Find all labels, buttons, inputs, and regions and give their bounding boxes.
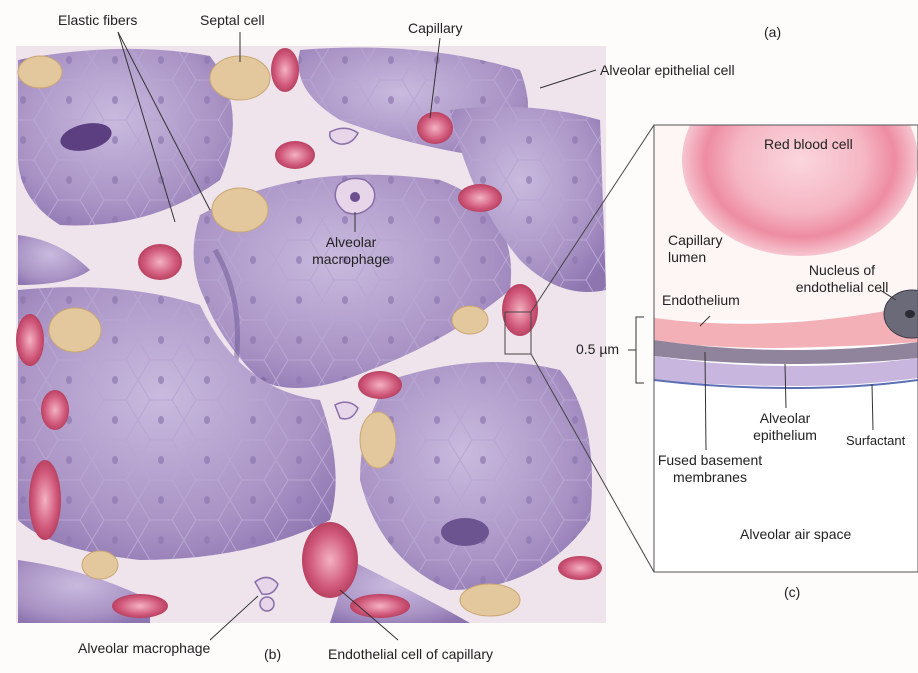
panel-label-b: (b) (264, 646, 281, 663)
capillary-label: Capillary (408, 20, 462, 37)
alveolar-air-space-label: Alveolar air space (740, 526, 851, 543)
endothelial-cell-of-capillary-label: Endothelial cell of capillary (328, 646, 493, 663)
septal-cell (18, 56, 62, 88)
red-blood-cell-label: Red blood cell (764, 136, 853, 153)
capillary (458, 184, 502, 212)
capillary (16, 314, 44, 366)
fused-line1: Fused basement (650, 452, 770, 469)
surfactant-label: Surfactant (846, 432, 905, 449)
endothelium-label: Endothelium (662, 292, 740, 309)
alveolar-macrophage-center-line1: Alveolar (306, 234, 396, 251)
capillary (358, 371, 402, 399)
capillary-lumen-line2: lumen (668, 249, 722, 266)
septal-cell (210, 56, 270, 100)
capillary (417, 112, 453, 144)
scale-bracket (628, 317, 644, 383)
capillary-lumen-line1: Capillary (668, 232, 722, 249)
alveolar-epithelium-line2: epithelium (740, 427, 830, 444)
septal-cell-label: Septal cell (200, 12, 265, 29)
scale-label: 0.5 µm (576, 341, 619, 358)
septal-cell (212, 188, 268, 232)
septal-cell (360, 412, 396, 468)
panel-label-a: (a) (764, 24, 781, 41)
fused-line2: membranes (650, 469, 770, 486)
red-blood-cell (682, 64, 918, 256)
nucleus-line2: endothelial cell (782, 279, 902, 296)
capillary (275, 141, 315, 169)
capillary (302, 522, 358, 598)
elastic-fibers-label: Elastic fibers (58, 12, 137, 29)
alveolar-macrophage-center-line2: macrophage (306, 251, 396, 268)
alveolar-macrophage-bottom-label: Alveolar macrophage (78, 640, 210, 657)
septal-cell (460, 584, 520, 616)
capillary-lumen-label: Capillary lumen (668, 232, 722, 266)
capillary (138, 244, 182, 280)
alveolar-macrophage-center-label: Alveolar macrophage (306, 234, 396, 268)
capillary (41, 390, 69, 430)
capillary (29, 460, 61, 540)
fused-basement-membranes-label: Fused basement membranes (650, 452, 770, 486)
septal-cell (452, 306, 488, 334)
alveolar-epithelium-label: Alveolar epithelium (740, 410, 830, 444)
alveolar-epithelium-line1: Alveolar (740, 410, 830, 427)
septal-cell (49, 308, 101, 352)
nucleus-of-endothelial-cell-label: Nucleus of endothelial cell (782, 262, 902, 296)
alveolar-epithelial-cell-label: Alveolar epithelial cell (600, 62, 735, 79)
capillary (271, 48, 299, 92)
capillary (112, 594, 168, 618)
nucleus-line1: Nucleus of (782, 262, 902, 279)
capillary (558, 556, 602, 580)
panel-label-c: (c) (784, 584, 800, 601)
septal-cell (82, 551, 118, 579)
